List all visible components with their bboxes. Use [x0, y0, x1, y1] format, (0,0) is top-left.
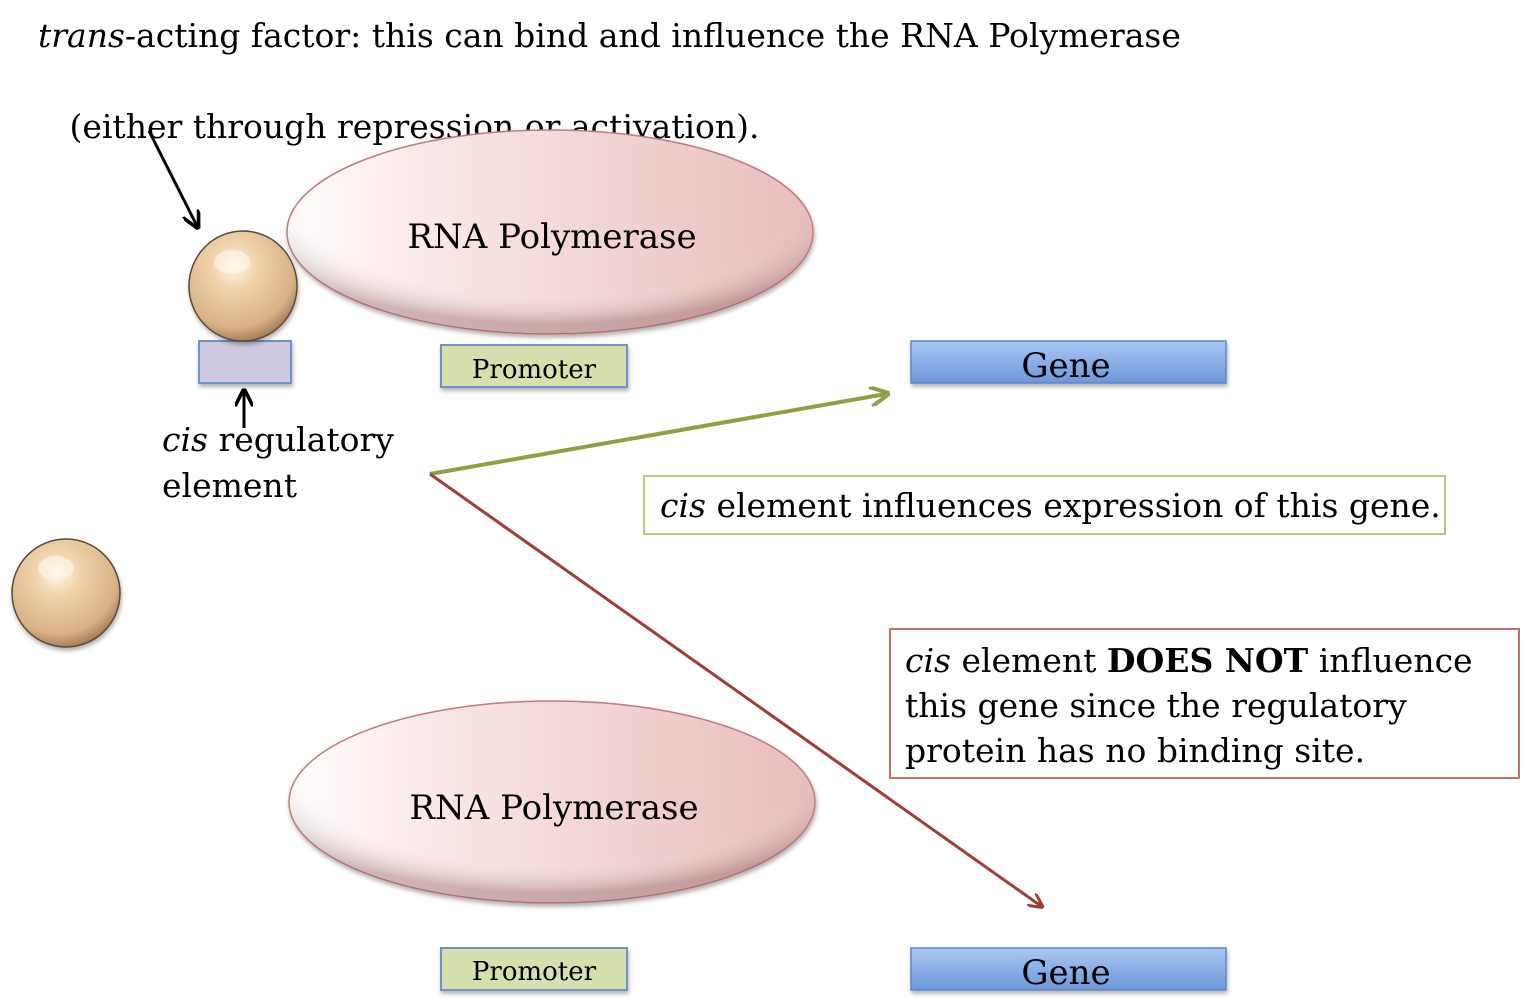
trans-factor-caption-line2: (either through repression or activation… — [38, 58, 760, 150]
bottom-construct: RNA Polymerase Promoter Gene — [148, 700, 1227, 993]
cis-regulatory-element-box — [198, 340, 292, 384]
cis-label-line2: element — [162, 466, 297, 505]
cis-label-line1: cis regulatory — [162, 417, 394, 463]
gene-box-bottom — [910, 947, 1227, 991]
influence-arrow-green — [429, 394, 886, 476]
callout-influences-text: element influences expression of this ge… — [705, 486, 1441, 525]
cis-italic: cis — [162, 420, 208, 459]
does-not-influence-callout: cis element DOES NOT influence this gene… — [889, 628, 1520, 779]
callout-cis-italic: cis — [660, 486, 706, 525]
caption-line2-text: (either through repression or activation… — [58, 107, 760, 146]
rna-polymerase-top-label: RNA Polymerase — [407, 217, 696, 257]
promoter-box-bottom — [440, 947, 628, 991]
cis-regulatory-element-label: cis regulatory element — [162, 417, 394, 509]
promoter-box-top — [440, 344, 628, 388]
callout2-cis-italic: cis — [905, 641, 951, 680]
trans-factor-caption-line1: trans-acting factor: this can bind and i… — [38, 13, 1181, 59]
callout2-text-part2: element — [950, 641, 1107, 680]
top-construct: RNA Polymerase Promoter Gene — [147, 129, 1227, 428]
caption-line1-text: -acting factor: this can bind and influe… — [124, 16, 1181, 55]
trans-factor-pointer-arrow — [147, 130, 197, 226]
callout2-bold-does-not: DOES NOT — [1106, 641, 1309, 680]
callout2-text-part3: influence this gene since the regulatory… — [905, 641, 1473, 770]
trans-acting-factor-free — [11, 538, 121, 648]
gene-bottom-label: Gene — [1021, 953, 1110, 993]
trans-italic: trans — [38, 16, 125, 55]
rna-polymerase-bottom — [288, 700, 816, 904]
cis-label-rest: regulatory — [207, 420, 394, 459]
rna-polymerase-bottom-label: RNA Polymerase — [409, 788, 698, 828]
trans-acting-factor-bound — [188, 230, 298, 342]
promoter-bottom-label: Promoter — [472, 957, 597, 987]
influences-callout: cis element influences expression of thi… — [643, 475, 1446, 535]
promoter-top-label: Promoter — [472, 355, 597, 385]
rna-polymerase-top — [286, 129, 814, 335]
gene-box-top — [910, 340, 1227, 384]
no-influence-arrow-red — [429, 472, 1041, 906]
gene-top-label: Gene — [1021, 346, 1110, 386]
